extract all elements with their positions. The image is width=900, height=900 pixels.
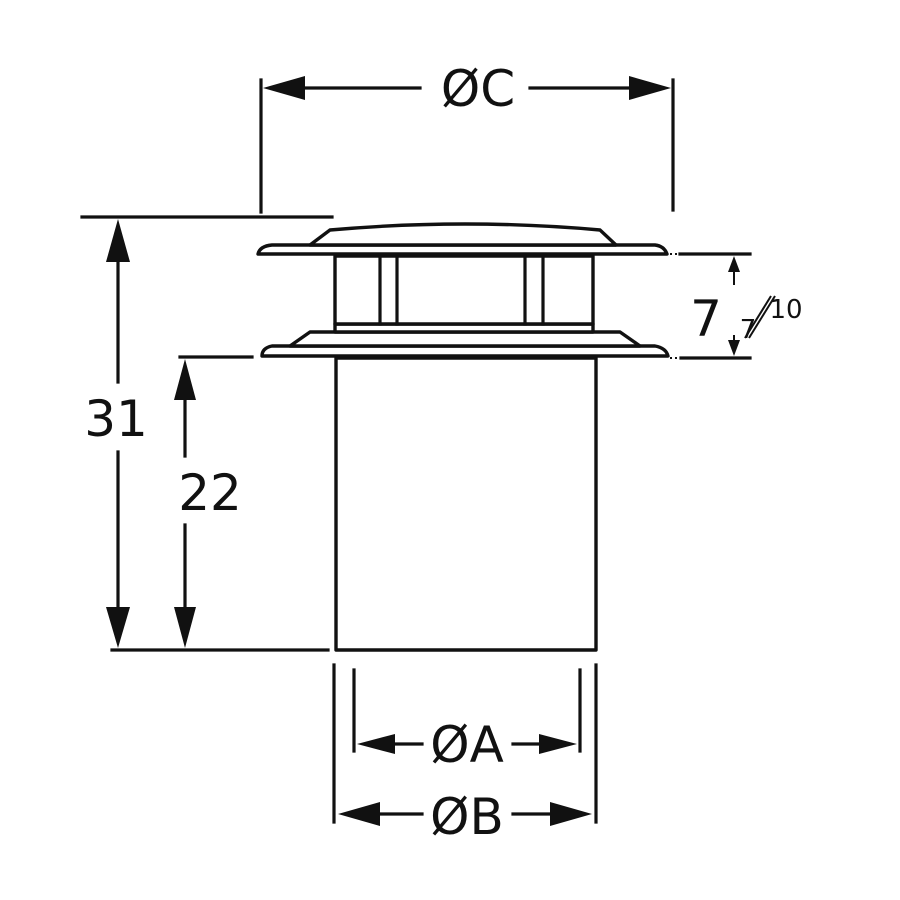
arrowhead-right-icon	[539, 734, 577, 754]
label-cap-gap-denominator: 10	[769, 295, 802, 325]
label-cap-gap-whole: 7	[690, 290, 722, 348]
label-diameter-c: ØC	[441, 60, 515, 118]
arrowhead-up-icon	[106, 219, 130, 262]
arrowhead-left-icon	[338, 802, 380, 826]
label-body-height: 22	[178, 464, 242, 522]
arrowhead-left-icon	[357, 734, 395, 754]
vent-part	[256, 222, 670, 652]
cap-post-wall-left	[333, 254, 595, 326]
arrowhead-down-icon	[728, 340, 740, 356]
lower-flange-ring	[288, 330, 642, 348]
lower-flange	[260, 344, 670, 358]
upper-flange	[256, 243, 669, 256]
dimension-diameter-c: ØC	[259, 60, 675, 214]
arrowhead-down-icon	[174, 607, 196, 648]
dimension-diameter-b: ØB	[332, 663, 598, 846]
arrowhead-right-icon	[629, 76, 671, 100]
dimension-cap-gap: 7 7 10	[670, 252, 803, 360]
fraction-slash	[744, 295, 772, 339]
dimension-body-height: 22	[174, 355, 254, 648]
dimension-diameter-a: ØA	[352, 668, 582, 774]
label-diameter-a: ØA	[430, 716, 504, 774]
label-cap-gap-numerator: 7	[740, 315, 757, 345]
fraction-slash-2	[748, 295, 776, 339]
arrowhead-up-icon	[728, 256, 740, 272]
arrowhead-right-icon	[550, 802, 592, 826]
arrowhead-left-icon	[263, 76, 305, 100]
arrowhead-up-icon	[174, 359, 196, 400]
cap-dome	[308, 222, 618, 247]
cylinder-body	[334, 356, 598, 652]
dimension-total-height: 31	[80, 215, 334, 652]
arrowhead-down-icon	[106, 607, 130, 648]
label-total-height: 31	[84, 390, 148, 448]
label-diameter-b: ØB	[430, 788, 504, 846]
